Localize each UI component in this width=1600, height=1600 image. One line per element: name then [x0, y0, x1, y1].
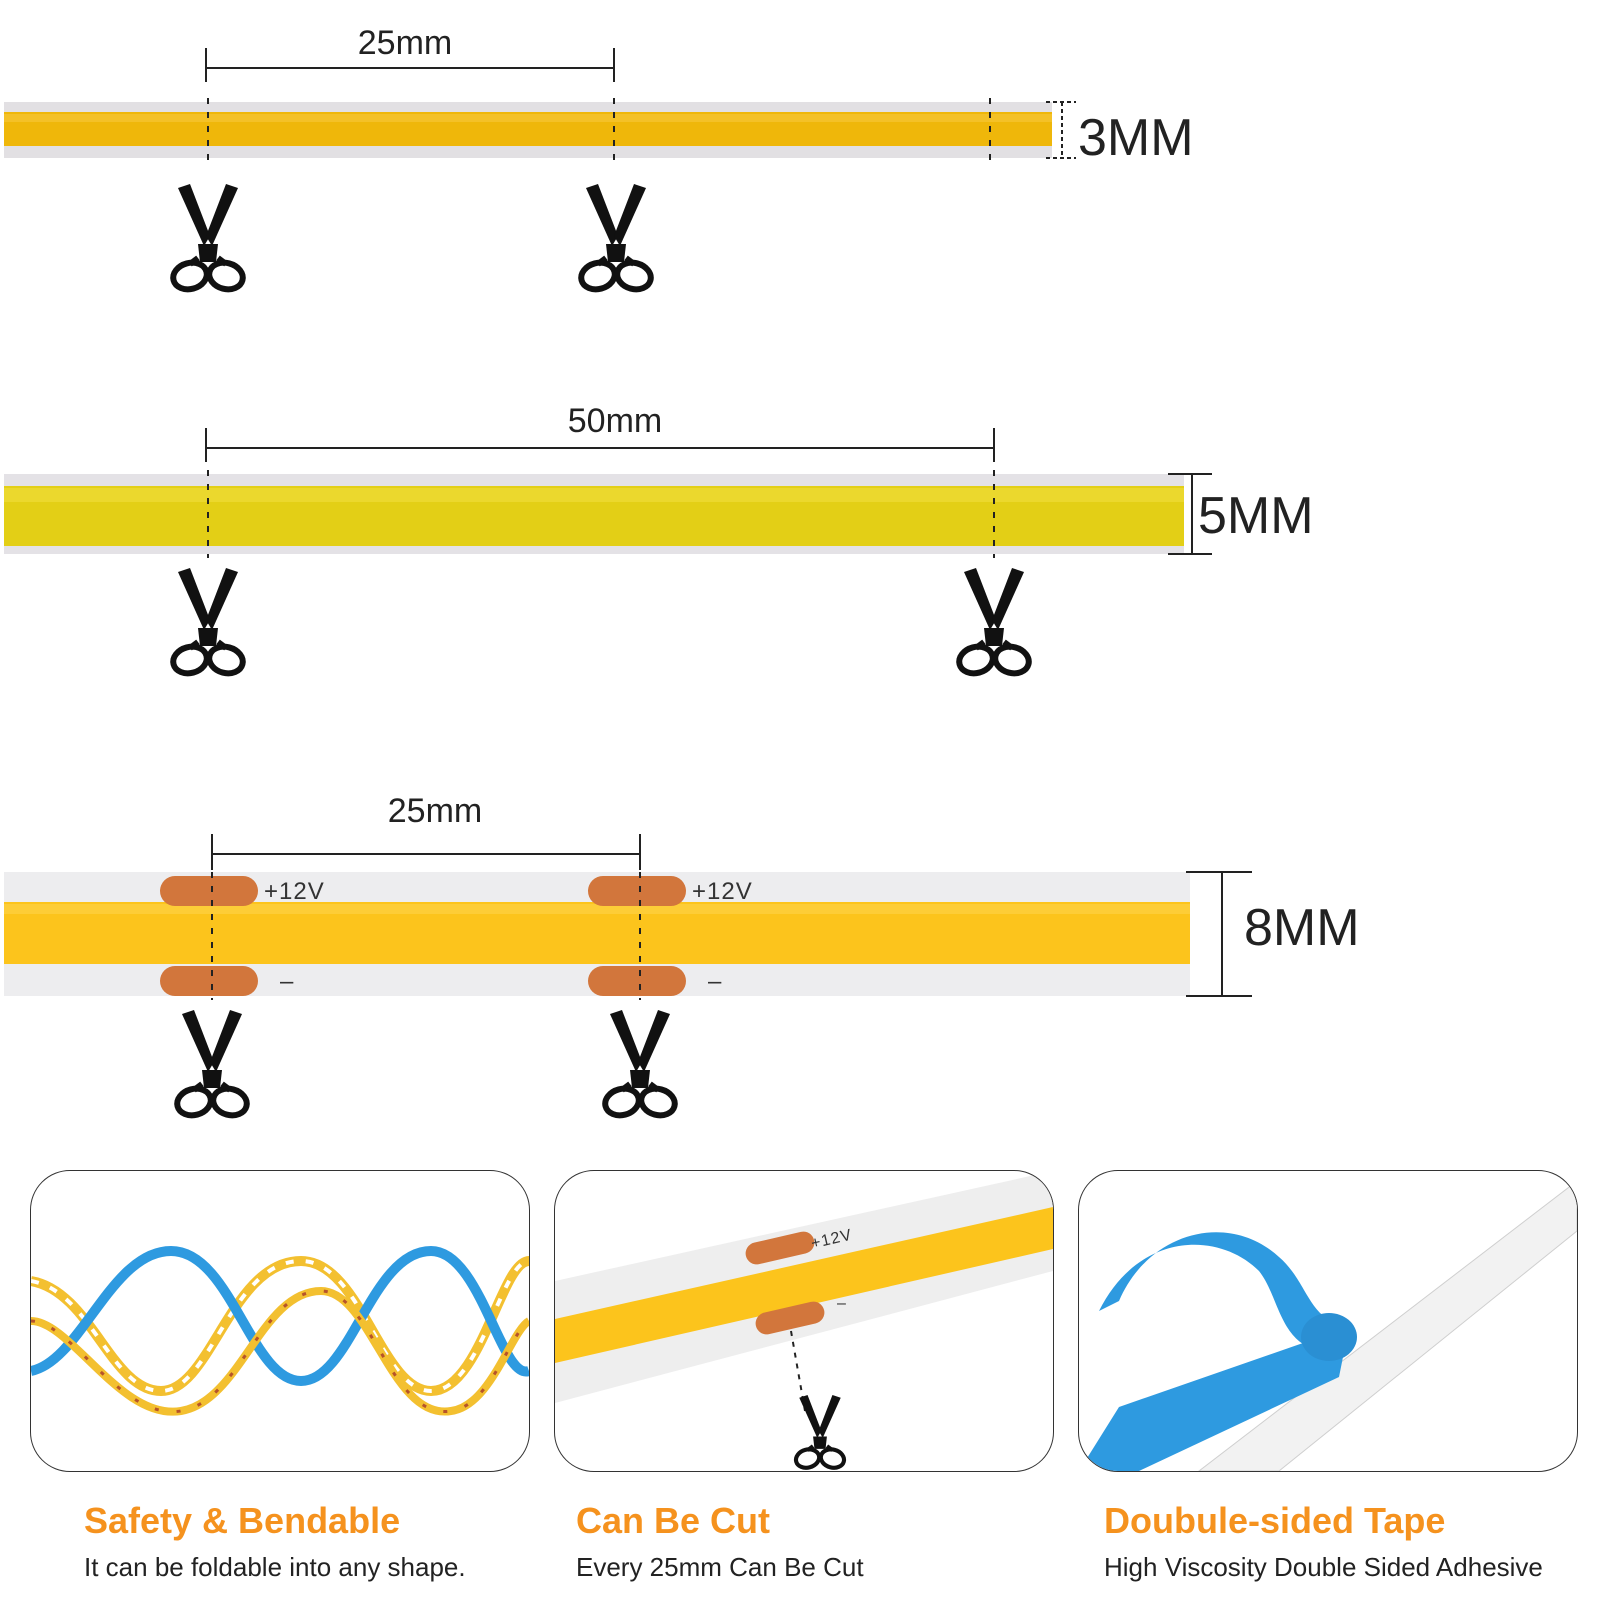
feature-title: Can Be Cut: [576, 1500, 771, 1541]
negative-pad-label: –: [280, 968, 295, 995]
adhesive-tape-illustration: [1079, 1180, 1577, 1471]
cuttable-card: +12V –: [554, 1170, 1054, 1472]
scissors-icon: [600, 1010, 680, 1120]
copper-pad: [160, 876, 258, 906]
feature-description: It can be foldable into any shape.: [84, 1552, 466, 1582]
negative-pad-label: –: [708, 968, 723, 995]
strip-3mm-drawing: [4, 48, 1076, 162]
spacing-label: 50mm: [567, 402, 663, 440]
feature-title: Safety & Bendable: [84, 1500, 401, 1541]
width-label: 5MM: [1198, 487, 1314, 545]
copper-pad: [160, 966, 258, 996]
width-label: 3MM: [1078, 109, 1194, 167]
spiral-strip-illustration: [31, 1245, 529, 1416]
feature-title: Doubule-sided Tape: [1104, 1500, 1446, 1541]
cut-strip-illustration: [555, 1171, 1053, 1412]
spacing-label: 25mm: [387, 792, 483, 830]
tape-card: [1078, 1170, 1578, 1472]
feature-description: High Viscosity Double Sided Adhesive: [1104, 1552, 1543, 1582]
width-label: 8MM: [1244, 899, 1360, 957]
copper-pad: [588, 966, 686, 996]
scissors-icon: [954, 568, 1034, 678]
feature-description: Every 25mm Can Be Cut: [576, 1552, 864, 1582]
scissors-icon: [168, 184, 248, 294]
strip-5mm-drawing: [4, 428, 1212, 558]
positive-pad-label: +12V: [692, 878, 753, 905]
scissors-icon: [576, 184, 656, 294]
negative-pad-label: –: [837, 1295, 847, 1312]
strip-8mm-drawing: [4, 834, 1252, 1000]
bendable-card: [30, 1170, 530, 1472]
copper-pad: [588, 876, 686, 906]
scissors-icon: [172, 1010, 252, 1120]
spacing-label: 25mm: [357, 24, 453, 62]
positive-pad-label: +12V: [264, 878, 325, 905]
scissors-icon: [168, 568, 248, 678]
scissors-icon: [791, 1395, 849, 1471]
